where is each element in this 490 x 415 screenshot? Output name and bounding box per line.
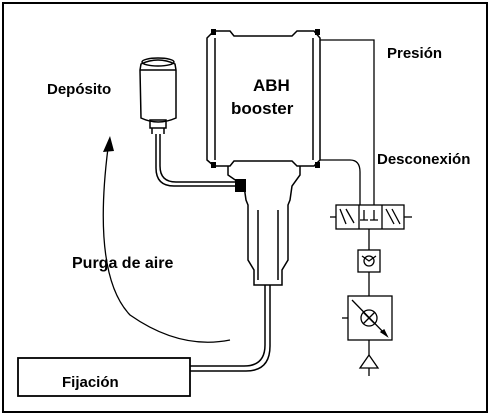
air-purge-label: Purga de aire xyxy=(72,255,174,272)
booster-cylinder xyxy=(227,166,301,286)
fixation-label: Fijación xyxy=(62,374,119,391)
check-valve xyxy=(357,249,381,273)
filter-regulator xyxy=(342,295,393,341)
purge-arrowhead xyxy=(103,136,114,152)
side-fitting xyxy=(235,179,246,192)
disconnect-line xyxy=(320,159,361,205)
fixation-box xyxy=(17,357,191,397)
reservoir-hose xyxy=(155,134,236,187)
pressure-line xyxy=(320,39,375,205)
pressure-label: Presión xyxy=(387,45,443,62)
drain-triangle xyxy=(358,353,380,369)
booster-label: booster xyxy=(231,99,294,118)
clamp-hose xyxy=(190,285,266,367)
reservoir xyxy=(139,57,177,134)
disconnection-label: Desconexión xyxy=(377,151,471,168)
purge-arrow-curve xyxy=(102,147,231,343)
directional-valve xyxy=(330,204,412,230)
abh-label: ABH xyxy=(253,76,290,95)
booster-bolts xyxy=(211,29,320,168)
reservoir-label: Depósito xyxy=(47,81,112,98)
